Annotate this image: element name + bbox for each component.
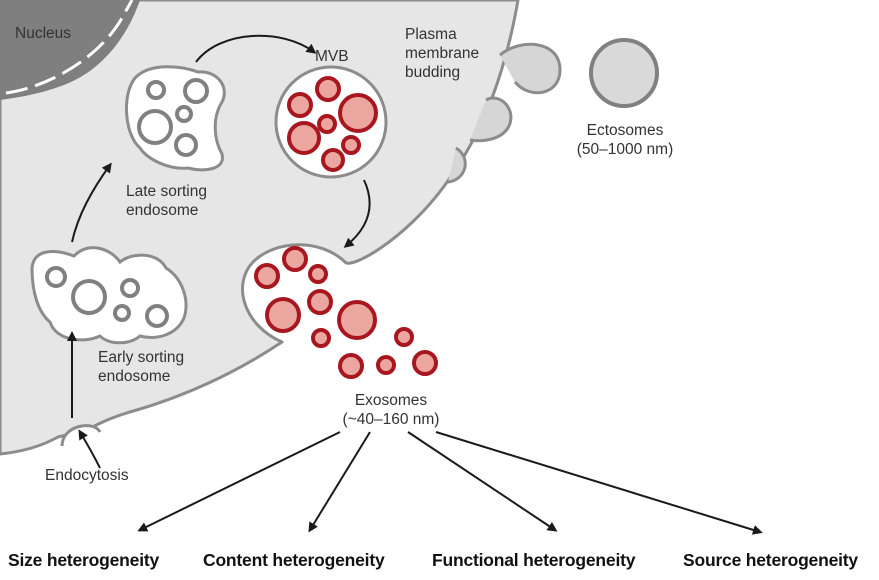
late-sorting-endosome-label: Late sorting endosome bbox=[126, 183, 207, 219]
nucleus-label: Nucleus bbox=[15, 25, 71, 42]
functional-heterogeneity-label: Functional heterogeneity bbox=[432, 550, 636, 570]
source-heterogeneity-label: Source heterogeneity bbox=[683, 550, 858, 570]
mvb-label: MVB bbox=[315, 48, 349, 65]
early-sorting-endosome bbox=[30, 246, 188, 345]
mvb bbox=[274, 65, 388, 179]
endocytosis-label: Endocytosis bbox=[45, 467, 129, 484]
ectosome bbox=[589, 38, 659, 108]
plasma-membrane-budding-label: Plasma membrane budding bbox=[405, 26, 480, 81]
nucleus bbox=[0, 0, 140, 100]
size-heterogeneity-label: Size heterogeneity bbox=[8, 550, 160, 570]
exosomes-label: Exosomes (~40–160 nm) bbox=[342, 392, 440, 428]
nuclear-envelope bbox=[5, 0, 134, 95]
ectosomes-label: Ectosomes (50–1000 nm) bbox=[576, 122, 674, 158]
content-heterogeneity-label: Content heterogeneity bbox=[203, 550, 385, 570]
late-sorting-endosome bbox=[125, 65, 226, 172]
exosome-cluster bbox=[254, 246, 438, 379]
early-sorting-endosome-label: Early sorting endosome bbox=[98, 349, 185, 385]
pathway-arrows bbox=[67, 34, 371, 469]
heterogeneity-arrows bbox=[137, 431, 763, 535]
plasma-membrane-buds bbox=[447, 42, 562, 184]
